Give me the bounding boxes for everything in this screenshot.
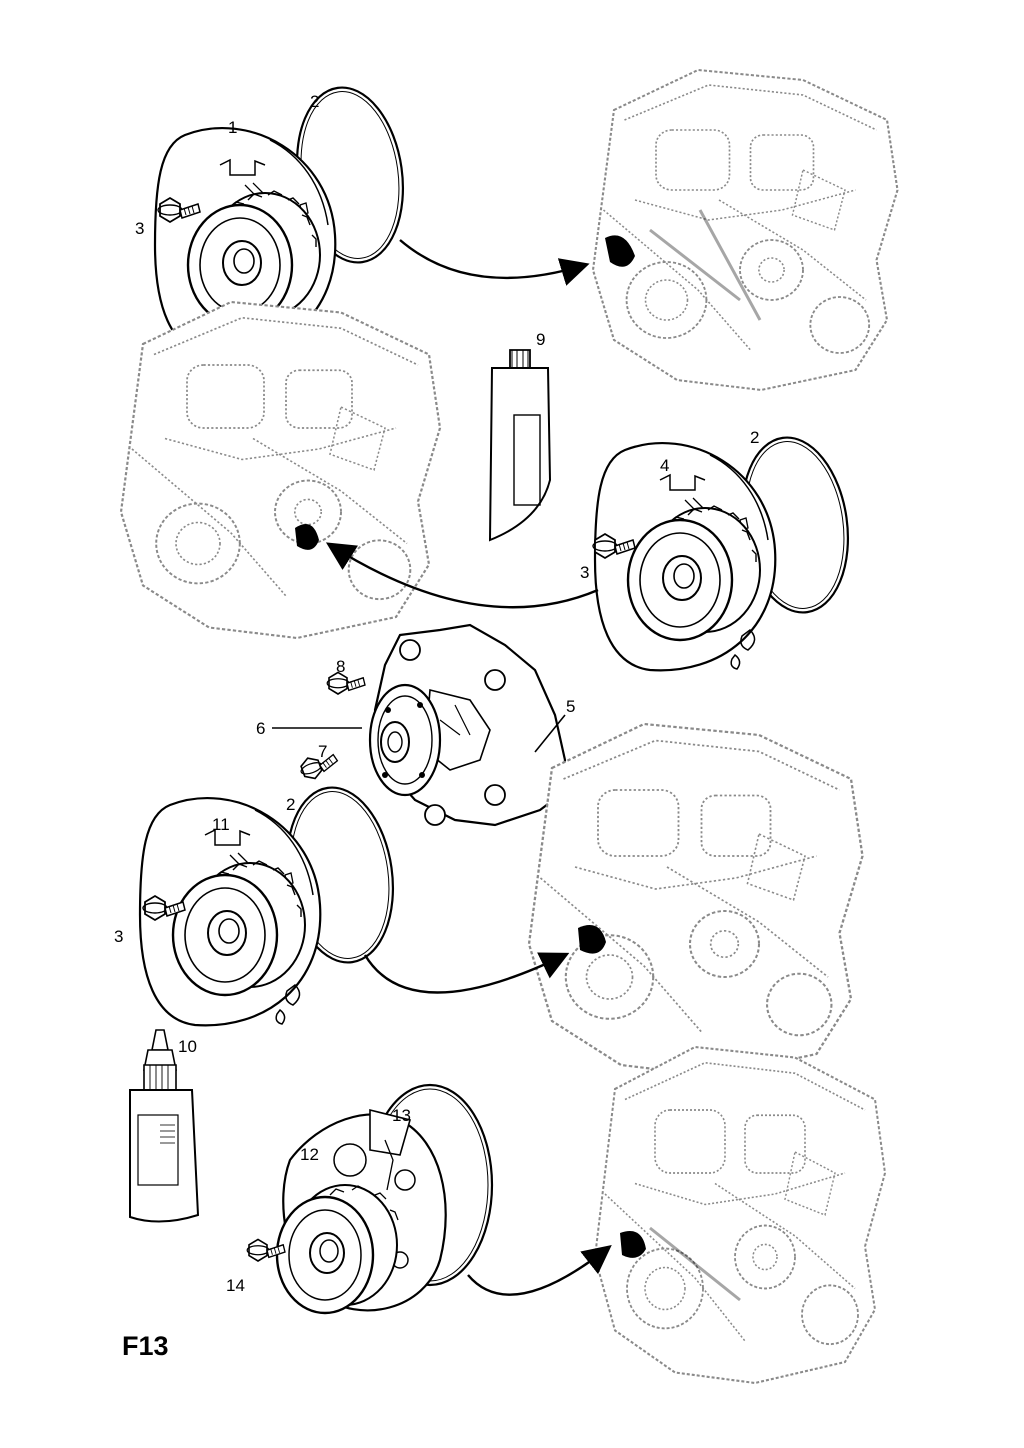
engine-block-icon — [591, 68, 899, 392]
callout-2: 2 — [286, 795, 295, 814]
pump-assembly-11 — [138, 779, 405, 1027]
callout-12: 12 — [300, 1145, 319, 1164]
install-arrow-4 — [467, 1245, 612, 1296]
water-pump-body-5 — [368, 623, 567, 827]
sealant-tube-9 — [488, 349, 552, 542]
pump-location-marker — [605, 235, 635, 267]
pump-assembly-4 — [592, 429, 860, 672]
pump-assembly-12 — [275, 1083, 494, 1315]
sealant-tube-icon — [513, 414, 541, 506]
figure-label: F13 — [122, 1331, 169, 1361]
callout-13: 13 — [392, 1106, 411, 1125]
callout-14: 14 — [226, 1276, 245, 1295]
engine-3 — [527, 722, 864, 1078]
engine-1 — [591, 68, 899, 392]
callout-3: 3 — [114, 927, 123, 946]
bolt-icon — [326, 671, 366, 695]
callout-5: 5 — [566, 697, 575, 716]
engine-2 — [119, 300, 442, 640]
callout-7: 7 — [318, 742, 327, 761]
callout-3: 3 — [580, 563, 589, 582]
callout-11: 11 — [212, 815, 230, 834]
leader-5 — [534, 714, 566, 753]
callout-2: 2 — [310, 92, 319, 111]
engine-block-icon — [119, 300, 442, 640]
engine-4 — [593, 1045, 887, 1385]
callout-2: 2 — [750, 428, 759, 447]
callout-3: 3 — [135, 219, 144, 238]
sealant-bottle-icon — [129, 1089, 200, 1223]
install-arrow-1 — [399, 239, 590, 286]
pump-location-marker — [578, 925, 606, 954]
engine-block-icon — [527, 722, 864, 1078]
install-arrow-2 — [325, 542, 599, 609]
water-pump-icon — [593, 441, 777, 672]
pump-location-marker — [295, 524, 319, 550]
pump-location-marker — [620, 1231, 646, 1258]
callout-4: 4 — [660, 456, 669, 475]
install-arrow-3 — [363, 952, 570, 994]
engine-block-icon — [593, 1045, 887, 1385]
callout-6: 6 — [256, 719, 265, 738]
sealant-bottle-10 — [129, 1029, 200, 1223]
callout-1: 1 — [228, 118, 237, 137]
callout-8: 8 — [336, 657, 345, 676]
callout-10: 10 — [178, 1037, 197, 1056]
callout-9: 9 — [536, 330, 545, 349]
